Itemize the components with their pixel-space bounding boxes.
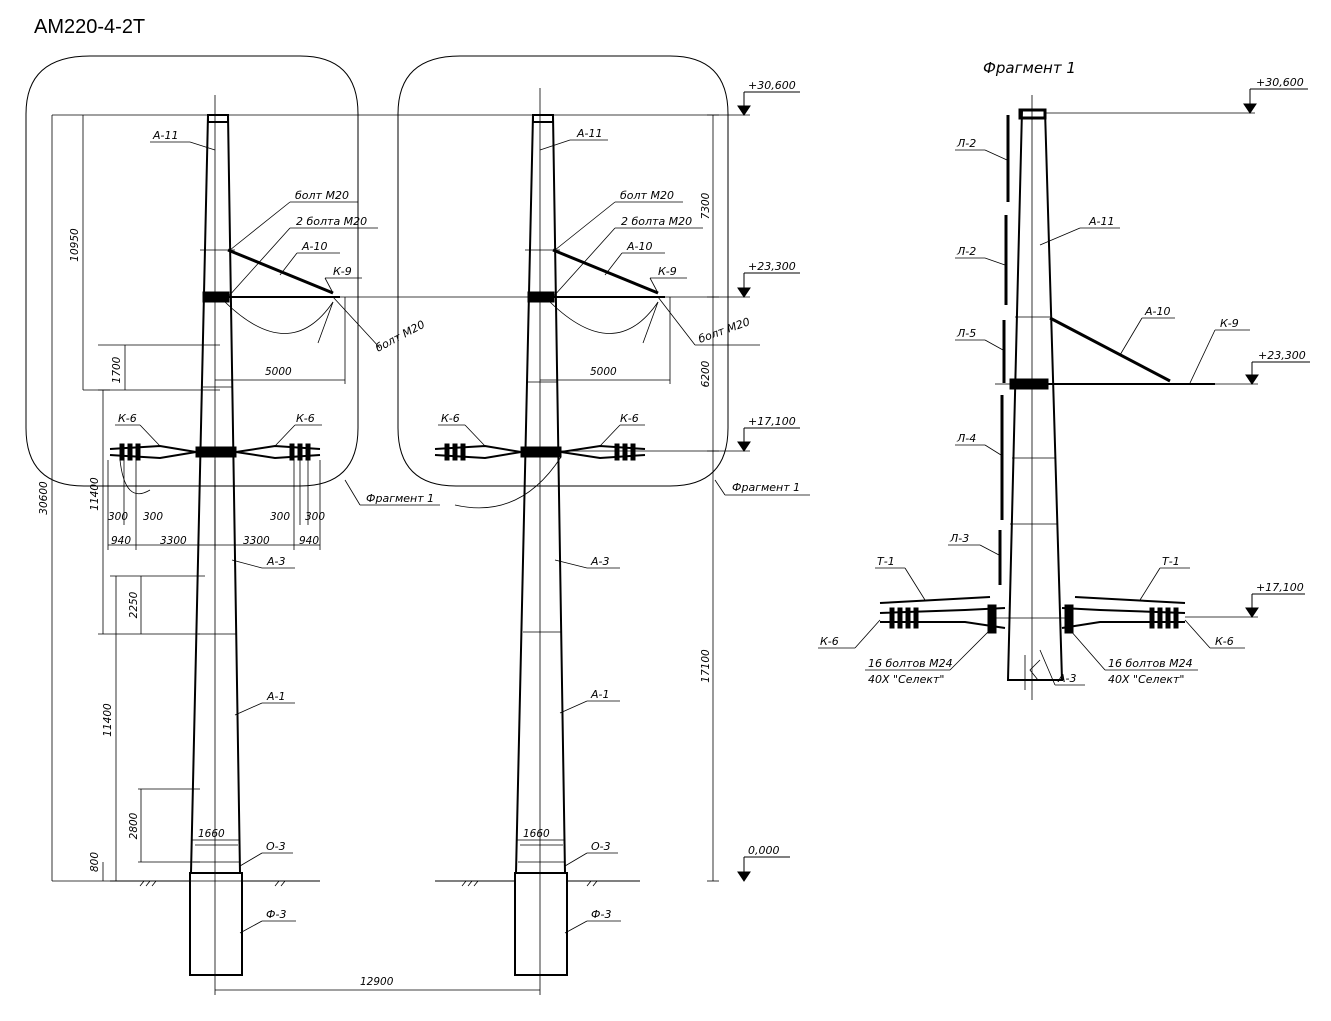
svg-text:А-10: А-10 [1144, 305, 1171, 318]
fragment-box-middle [397, 55, 729, 487]
elevation-marker-upper-arm: +23,300 [737, 260, 800, 298]
svg-text:А-11: А-11 [576, 127, 603, 140]
svg-text:6200: 6200 [700, 360, 712, 387]
svg-text:О-3: О-3 [591, 840, 611, 853]
svg-text:3300: 3300 [243, 535, 270, 547]
svg-text:А-1: А-1 [266, 690, 286, 703]
svg-text:10950: 10950 [69, 228, 81, 262]
svg-text:2 болта М20: 2 болта М20 [621, 215, 692, 228]
svg-text:940: 940 [299, 535, 319, 547]
svg-text:К-6: К-6 [296, 412, 315, 425]
svg-text:Ф-3: Ф-3 [266, 908, 286, 921]
svg-text:800: 800 [89, 852, 101, 872]
labels-middle: А-11 болт М20 2 болта М20 А-10 К-9 болт … [438, 127, 760, 934]
svg-text:Л-5: Л-5 [956, 327, 976, 340]
svg-text:+23,300: +23,300 [748, 260, 796, 273]
svg-text:К-6: К-6 [620, 412, 639, 425]
svg-text:Ф-3: Ф-3 [591, 908, 611, 921]
svg-text:7300: 7300 [700, 192, 712, 219]
svg-text:Т-1: Т-1 [877, 555, 895, 568]
svg-text:40Х "Селект": 40Х "Селект" [1108, 673, 1184, 686]
elevation-marker-lower-arm: +17,100 [737, 415, 800, 452]
svg-text:30600: 30600 [38, 481, 50, 515]
drawing-title: АМ220-4-2Т [34, 16, 145, 38]
svg-text:К-9: К-9 [658, 265, 677, 278]
svg-text:11400: 11400 [102, 703, 114, 737]
svg-text:Л-2: Л-2 [956, 245, 976, 258]
svg-text:болт М20: болт М20 [295, 189, 349, 202]
labels-left: А-11 болт М20 2 болта М20 А-10 К-9 болт … [115, 129, 427, 934]
svg-text:300: 300 [305, 511, 325, 523]
svg-text:А-1: А-1 [590, 688, 610, 701]
svg-text:+17,100: +17,100 [748, 415, 796, 428]
svg-text:3300: 3300 [160, 535, 187, 547]
elevation-marker-ground: 0,000 [737, 844, 790, 882]
fragment-title: Фрагмент 1 [983, 59, 1076, 77]
svg-text:А-3: А-3 [590, 555, 610, 568]
svg-text:5000: 5000 [265, 366, 292, 378]
svg-text:12900: 12900 [360, 976, 394, 988]
svg-text:К-6: К-6 [441, 412, 460, 425]
svg-text:А-10: А-10 [301, 240, 328, 253]
svg-text:1660: 1660 [198, 828, 225, 840]
svg-text:К-6: К-6 [1215, 635, 1234, 648]
fragment-callout-middle: Фрагмент 1 [732, 481, 800, 494]
svg-text:2800: 2800 [128, 812, 140, 839]
svg-text:К-9: К-9 [333, 265, 352, 278]
elevation-marker-top: +30,600 [737, 79, 800, 116]
svg-text:Л-3: Л-3 [949, 532, 969, 545]
svg-text:Л-4: Л-4 [956, 432, 976, 445]
svg-text:1700: 1700 [111, 356, 123, 383]
svg-text:О-3: О-3 [266, 840, 286, 853]
svg-text:2 болта М20: 2 болта М20 [296, 215, 367, 228]
fragment-callout-left: Фрагмент 1 [366, 492, 434, 505]
svg-text:К-9: К-9 [1220, 317, 1239, 330]
fragment-1-detail: Фрагмент 1 [818, 59, 1310, 700]
svg-text:А-3: А-3 [266, 555, 286, 568]
dimensions-middle: 7300 6200 17100 5000 1660 12900 [215, 114, 719, 991]
svg-text:болт М20: болт М20 [697, 315, 752, 346]
svg-text:16 болтов М24: 16 болтов М24 [868, 657, 953, 670]
svg-text:17100: 17100 [700, 649, 712, 683]
svg-text:болт М20: болт М20 [373, 318, 427, 355]
svg-text:А-3: А-3 [1057, 672, 1077, 685]
svg-text:Т-1: Т-1 [1162, 555, 1180, 568]
svg-text:+17,100: +17,100 [1256, 581, 1304, 594]
svg-text:К-6: К-6 [820, 635, 839, 648]
svg-text:2250: 2250 [128, 591, 140, 618]
svg-text:Л-2: Л-2 [956, 137, 976, 150]
svg-text:0,000: 0,000 [748, 844, 780, 857]
svg-text:1660: 1660 [523, 828, 550, 840]
svg-text:16 болтов М24: 16 болтов М24 [1108, 657, 1193, 670]
svg-text:+30,600: +30,600 [748, 79, 796, 92]
svg-text:11400: 11400 [89, 477, 101, 511]
svg-text:300: 300 [143, 511, 163, 523]
svg-text:5000: 5000 [590, 366, 617, 378]
svg-text:А-11: А-11 [1088, 215, 1115, 228]
svg-text:болт М20: болт М20 [620, 189, 674, 202]
dimensions-left: 30600 10950 1700 5000 11400 300 300 300 … [38, 115, 346, 881]
svg-text:300: 300 [270, 511, 290, 523]
svg-text:300: 300 [108, 511, 128, 523]
svg-text:А-10: А-10 [626, 240, 653, 253]
svg-text:+23,300: +23,300 [1258, 349, 1306, 362]
svg-text:+30,600: +30,600 [1256, 76, 1304, 89]
svg-text:40Х "Селект": 40Х "Селект" [868, 673, 944, 686]
svg-text:940: 940 [111, 535, 131, 547]
svg-text:А-11: А-11 [152, 129, 179, 142]
svg-text:К-6: К-6 [118, 412, 137, 425]
